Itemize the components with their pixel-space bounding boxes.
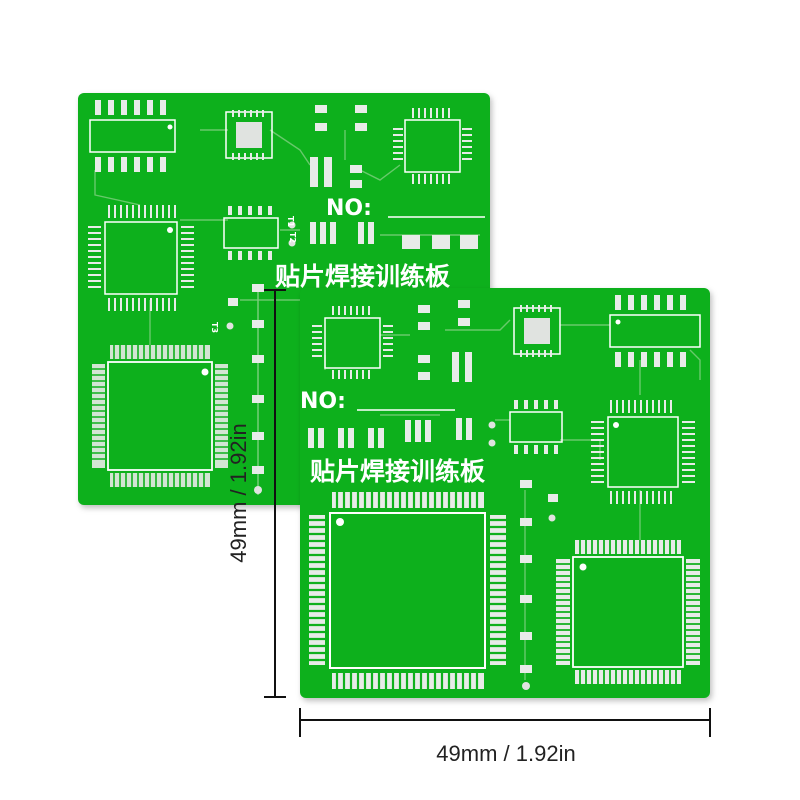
back-qfp-medium xyxy=(88,205,194,311)
back-qfp-small xyxy=(393,108,472,184)
width-dimension-label: 49mm / 1.92in xyxy=(436,741,575,766)
front-passive-components xyxy=(308,300,472,448)
back-qfp-large xyxy=(92,345,228,487)
front-qfn-chip xyxy=(513,305,561,357)
front-qfp-large xyxy=(309,492,506,689)
front-pcb-board: NO: 贴片焊接训练板 xyxy=(300,288,710,698)
height-dimension-line xyxy=(264,289,286,698)
test-point-label-t3: T3 xyxy=(210,322,219,333)
front-qfp-small xyxy=(312,306,393,379)
front-serial-label: NO: xyxy=(300,389,346,414)
test-point-label-t1: T1 xyxy=(286,216,295,227)
back-test-point-chain xyxy=(226,284,264,495)
back-soic-small xyxy=(223,206,279,260)
back-board-title: 贴片焊接训练板 xyxy=(275,262,450,291)
height-dimension-label: 49mm / 1.92in xyxy=(226,423,251,562)
front-board-title: 贴片焊接训练板 xyxy=(310,457,485,486)
front-qfp-lower-right xyxy=(556,540,700,684)
back-qfn-chip xyxy=(225,110,273,160)
back-serial-label: NO: xyxy=(326,196,372,221)
front-soic-chip xyxy=(609,295,701,367)
front-soic-small xyxy=(488,400,563,454)
width-dimension-line xyxy=(299,708,711,737)
back-soic-chip xyxy=(89,100,176,172)
front-test-point-chain xyxy=(520,480,558,690)
back-test-points-t1-t2: T1 T2 T3 xyxy=(210,216,297,333)
test-point-label-t2: T2 xyxy=(288,232,297,243)
back-passive-components xyxy=(310,105,478,249)
front-qfp-medium xyxy=(591,400,695,504)
